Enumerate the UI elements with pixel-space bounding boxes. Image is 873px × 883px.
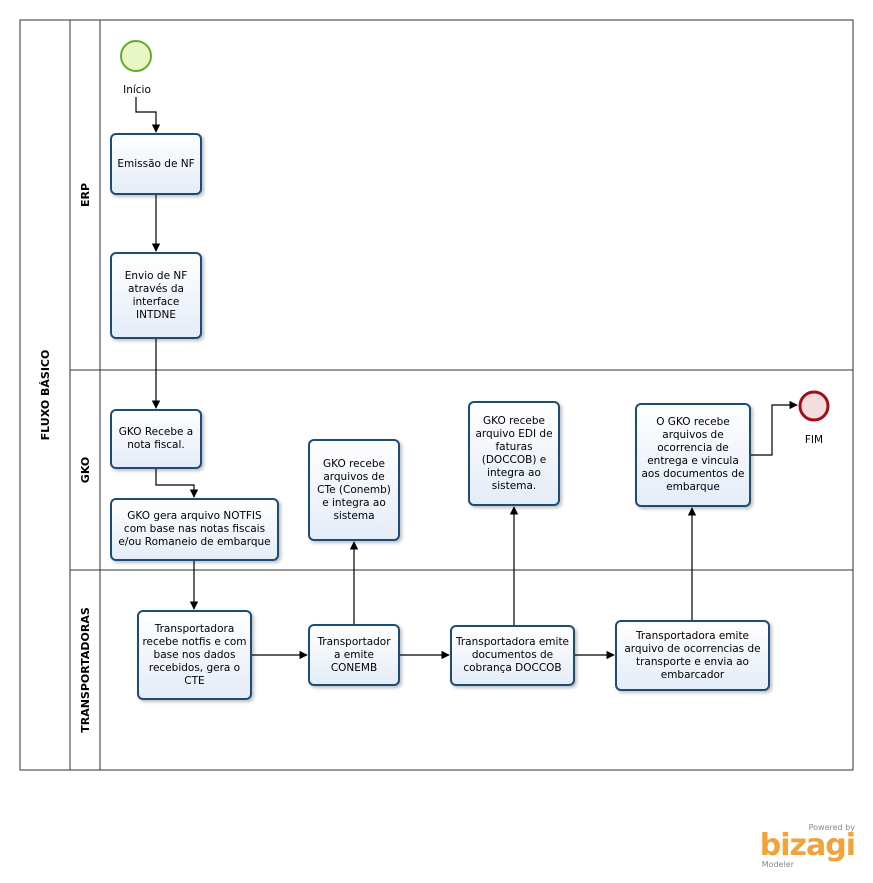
task-envio-nf-label: Envio de NF através da interface INTDNE <box>124 269 188 321</box>
task-transp-recebe-notfis-shape[interactable] <box>137 610 252 700</box>
lane-title-transportadoras: TRANSPORTADORAS <box>79 607 92 733</box>
task-transp-emite-conemb-shape[interactable] <box>308 624 400 686</box>
lane-title-gko: GKO <box>79 457 92 483</box>
task-gko-recebe-nf-shape[interactable] <box>110 409 202 469</box>
task-gko-recebe-edi-shape[interactable] <box>468 401 560 506</box>
logo-powered-by: Powered by <box>808 823 855 832</box>
pool-title: FLUXO BÁSICO <box>39 350 52 441</box>
end-event[interactable] <box>798 390 830 422</box>
start-event-label: Início <box>123 84 151 96</box>
end-event-label: FIM <box>805 434 823 446</box>
task-emissao-nf-label: Emissão de NF <box>117 157 195 170</box>
task-transp-emite-doccob-label: Transportadora emite documentos de cobra… <box>455 636 570 674</box>
task-emissao-nf-shape[interactable] <box>110 133 202 195</box>
start-event[interactable] <box>120 40 152 72</box>
logo-product: Modeler <box>761 860 794 869</box>
task-envio-nf-shape[interactable] <box>110 252 202 339</box>
task-transp-emite-conemb-label: Transportador a emite CONEMB <box>317 635 391 674</box>
task-gko-recebe-ocorrencias-label: O GKO recebe arquivos de ocorrencia de e… <box>641 416 745 493</box>
task-gko-recebe-cte-shape[interactable] <box>308 439 400 541</box>
task-gko-recebe-ocorrencias-shape[interactable] <box>635 403 751 507</box>
bizagi-logo: Powered by bizagi Modeler <box>759 823 856 869</box>
task-transp-emite-ocorrencias-label: Transportadora emite arquivo de ocorrenc… <box>624 629 761 681</box>
task-transp-emite-doccob-shape[interactable] <box>450 625 575 686</box>
task-gko-recebe-nf-label: GKO Recebe a nota fiscal. <box>118 426 194 451</box>
sequence-flows <box>135 97 798 660</box>
task-transp-emite-ocorrencias-shape[interactable] <box>615 620 770 691</box>
pool-frame <box>19 19 854 771</box>
task-gko-recebe-edi-label: GKO recebe arquivo EDI de faturas (DOCCO… <box>475 414 553 492</box>
task-gko-recebe-cte-label: GKO recebe arquivos de CTe (Conemb) e in… <box>317 457 391 522</box>
flow-gko-ocorr-to-fim[interactable] <box>751 400 798 456</box>
flow-start-to-emissao[interactable] <box>135 97 161 133</box>
task-transp-recebe-notfis-label: Transportadora recebe notfis e com base … <box>142 622 247 687</box>
lane-title-erp: ERP <box>79 183 92 207</box>
task-gko-gera-notfis-shape[interactable] <box>110 498 279 561</box>
logo-brand: bizagi <box>759 828 856 863</box>
task-gko-gera-notfis-label: GKO gera arquivo NOTFIS com base nas not… <box>118 510 271 548</box>
flow-recebe-nf-to-notfis[interactable] <box>155 469 199 498</box>
